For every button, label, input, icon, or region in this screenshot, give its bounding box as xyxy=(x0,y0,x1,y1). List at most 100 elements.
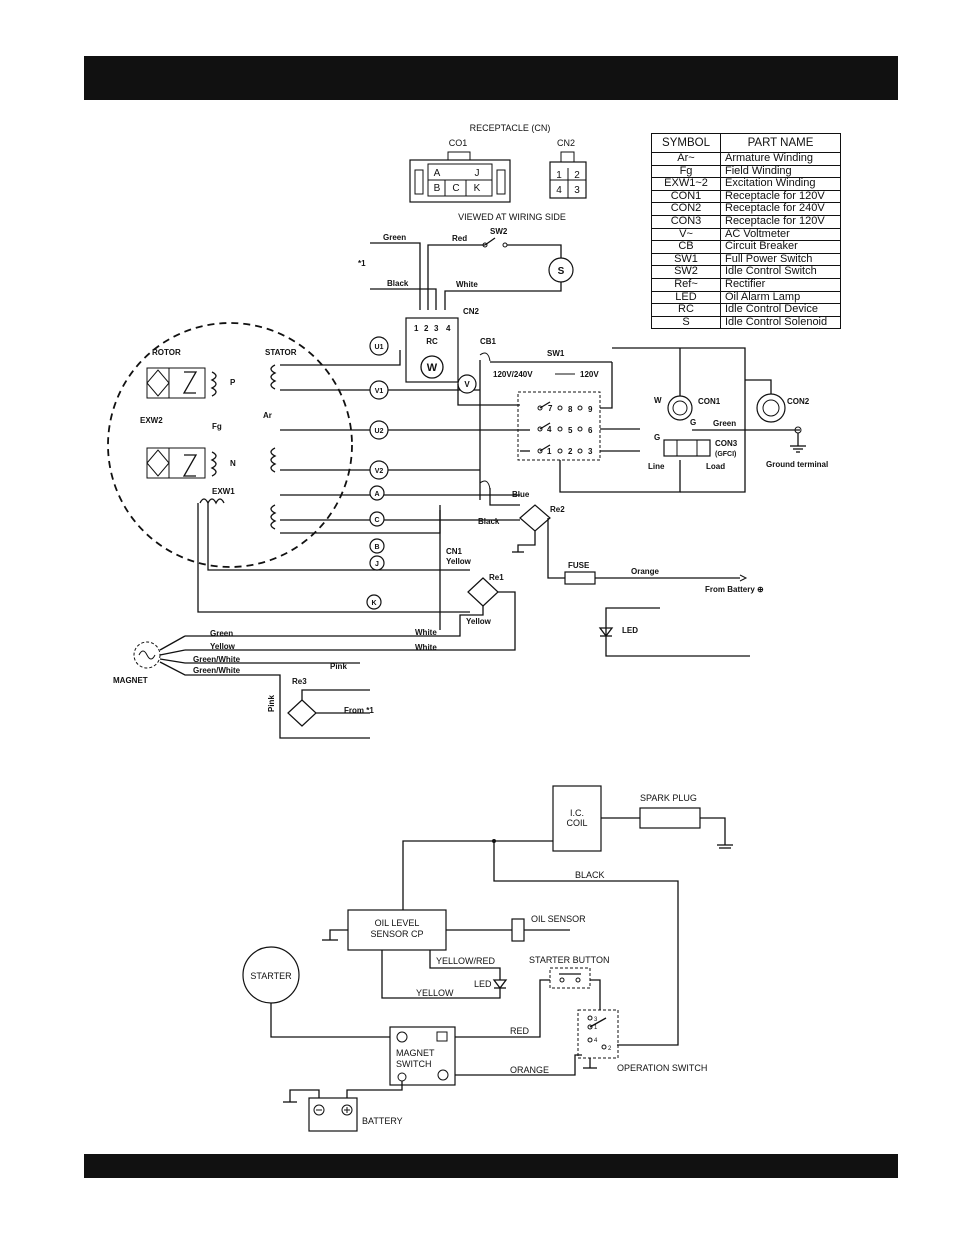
header-bar xyxy=(84,56,898,100)
legend-symbol: S xyxy=(651,315,721,330)
wire-label-pink-2: Pink xyxy=(267,695,276,712)
rc-pin: 2 xyxy=(424,324,429,333)
terminal-v1-label: V1 xyxy=(375,388,384,395)
wire-label-yellow-2: Yellow xyxy=(466,617,492,626)
con2-receptacle xyxy=(756,393,786,423)
starter-button-label: STARTER BUTTON xyxy=(529,955,610,965)
terminal-a-label: A xyxy=(374,491,379,498)
magnet-wire-label: Green/White xyxy=(193,666,241,675)
terminal-u1 xyxy=(369,336,389,356)
con3-label: CON3 xyxy=(715,439,738,448)
sw1-pin: 7 xyxy=(548,404,553,413)
stator-label: STATOR xyxy=(265,348,297,357)
rectifier-re2 xyxy=(519,504,551,532)
gfci-label: (GFCI) xyxy=(715,451,736,458)
wire-label-red: Red xyxy=(452,234,467,243)
cb1-label: CB1 xyxy=(480,337,497,346)
operation-switch-label: OPERATION SWITCH xyxy=(617,1063,707,1073)
rectifier-re3 xyxy=(287,699,317,727)
rectifier-re1 xyxy=(467,577,499,607)
sw1-contacts xyxy=(517,391,601,461)
generator-wiring: Green Red SW2 S White *1 Black 1 2 3 4 C… xyxy=(107,227,828,739)
ground-terminal-label: Ground terminal xyxy=(766,460,828,469)
re1-label: Re1 xyxy=(489,573,504,582)
generator-outline xyxy=(107,322,353,568)
rc-device xyxy=(405,317,459,383)
rc-pin: 4 xyxy=(446,324,451,333)
cn2-label: CN2 xyxy=(557,138,575,148)
ic-coil-label-2: COIL xyxy=(566,818,587,828)
magnet-switch-label-2: SWITCH xyxy=(396,1059,432,1069)
re3-label: Re3 xyxy=(292,677,307,686)
wire-label-white-2: White xyxy=(415,628,437,637)
magnet-switch xyxy=(389,1026,456,1086)
magnet-switch-label: MAGNET xyxy=(396,1048,435,1058)
rc-w-label: W xyxy=(427,362,438,374)
terminal-u2 xyxy=(369,420,389,440)
con3-line-label: Line xyxy=(648,462,665,471)
wire-label-green-2: Green xyxy=(713,419,736,428)
rc-label: RC xyxy=(426,337,438,346)
ar-label: Ar xyxy=(263,411,272,420)
con1-label: CON1 xyxy=(698,397,721,406)
op-switch-pin: 3 xyxy=(594,1017,598,1023)
oil-level-label-2: SENSOR CP xyxy=(370,929,423,939)
magnet-wire-label: Yellow xyxy=(210,642,236,651)
fuse xyxy=(564,571,596,585)
terminal-v1 xyxy=(369,380,389,400)
magnet-label: MAGNET xyxy=(113,676,148,685)
fg-label: Fg xyxy=(212,422,222,431)
sw1-pin: 8 xyxy=(568,405,573,414)
terminal-c-label: C xyxy=(374,517,379,524)
con1-w-label: W xyxy=(654,396,662,405)
sw1-pin: 1 xyxy=(547,447,552,456)
star1-label: *1 xyxy=(358,259,366,268)
oil-sensor-label: OIL SENSOR xyxy=(531,914,586,924)
legend-header-symbol: SYMBOL xyxy=(651,133,721,153)
terminal-k xyxy=(366,594,382,610)
fuse-label: FUSE xyxy=(568,561,590,570)
battery-label: BATTERY xyxy=(362,1116,403,1126)
oil-level-label: OIL LEVEL xyxy=(375,918,420,928)
wire-label-orange: Orange xyxy=(631,567,660,576)
cn2-pin: 4 xyxy=(556,185,562,196)
rotor-label: ROTOR xyxy=(152,348,181,357)
terminal-a xyxy=(369,485,385,501)
from-star1-label: From *1 xyxy=(344,706,374,715)
legend-part: Idle Control Solenoid xyxy=(720,315,841,330)
op-switch-pin: 1 xyxy=(594,1025,598,1031)
terminal-c xyxy=(369,511,385,527)
co1-pin: B xyxy=(434,183,441,194)
sw1-pin: 5 xyxy=(568,426,573,435)
wire-label-red-lower: RED xyxy=(510,1026,530,1036)
terminal-j xyxy=(369,555,385,571)
wire-label-white-3: White xyxy=(415,643,437,652)
voltmeter-label: V xyxy=(464,380,470,389)
sw1-position-label: 120V/240V xyxy=(493,370,533,379)
magnet-wire-label: Green xyxy=(210,629,233,638)
con1-g-label: G xyxy=(690,418,696,427)
starter-label: STARTER xyxy=(250,971,292,981)
terminal-v2 xyxy=(369,460,389,480)
con2-label: CON2 xyxy=(787,397,810,406)
ic-coil-label: I.C. xyxy=(570,808,584,818)
footer-bar xyxy=(84,1154,898,1178)
co1-pin: J xyxy=(475,168,480,179)
terminal-v2-label: V2 xyxy=(375,468,384,475)
terminal-b-label: B xyxy=(374,544,379,551)
terminal-u1-label: U1 xyxy=(375,344,384,351)
op-switch-pin: 4 xyxy=(594,1038,598,1044)
co1-connector xyxy=(409,159,511,203)
sw1-pin: 3 xyxy=(588,447,593,456)
co1-label: CO1 xyxy=(449,138,468,148)
terminal-u2-label: U2 xyxy=(375,428,384,435)
sw1-pin: 2 xyxy=(568,447,573,456)
co1-pin: C xyxy=(452,183,459,194)
co1-pin: A xyxy=(434,168,441,179)
